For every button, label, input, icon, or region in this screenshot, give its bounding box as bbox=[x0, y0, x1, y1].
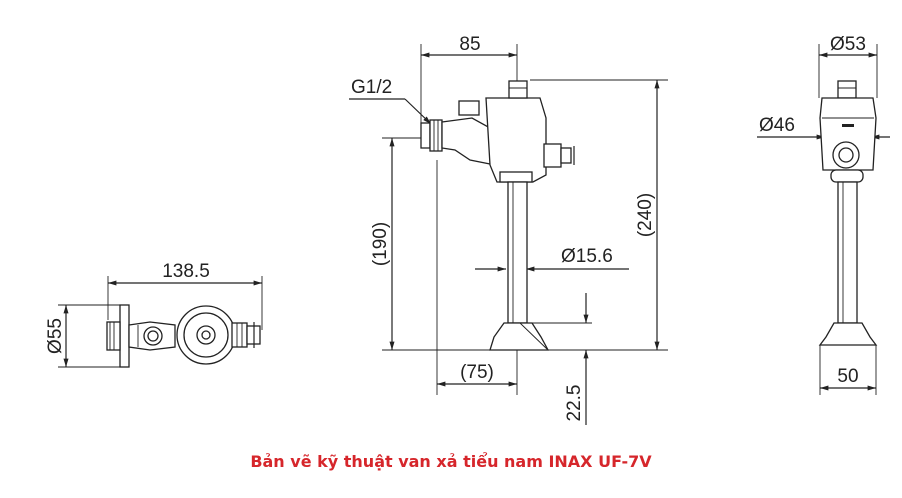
pipe-diameter-dim: Ø15.6 bbox=[561, 246, 613, 267]
side-view: Ø53 Ø46 50 bbox=[757, 34, 890, 395]
top-width-dim: 85 bbox=[459, 34, 480, 55]
outlet-depth-dim: 22.5 bbox=[564, 385, 585, 422]
inlet-height-dim: (190) bbox=[370, 222, 391, 266]
plan-view: 138.5 Ø55 bbox=[45, 261, 263, 368]
drawing-caption: Bản vẽ kỹ thuật van xả tiểu nam INAX UF-… bbox=[250, 452, 652, 471]
plan-height-dim: Ø55 bbox=[45, 318, 66, 354]
base-width-dim: 50 bbox=[837, 366, 858, 387]
bottom-offset-dim: (75) bbox=[460, 362, 494, 383]
top-diameter-dim: Ø53 bbox=[830, 34, 866, 55]
total-height-dim: (240) bbox=[635, 193, 656, 237]
front-view: 85 G1/2 (190) (240) Ø15.6 (75) 22.5 bbox=[349, 34, 668, 425]
plan-width-dim: 138.5 bbox=[162, 261, 210, 282]
plan-valve-body bbox=[106, 304, 261, 368]
front-valve-body bbox=[420, 80, 575, 351]
thread-label: G1/2 bbox=[351, 77, 392, 98]
body-diameter-dim: Ø46 bbox=[759, 115, 795, 136]
side-valve-body bbox=[818, 80, 878, 346]
